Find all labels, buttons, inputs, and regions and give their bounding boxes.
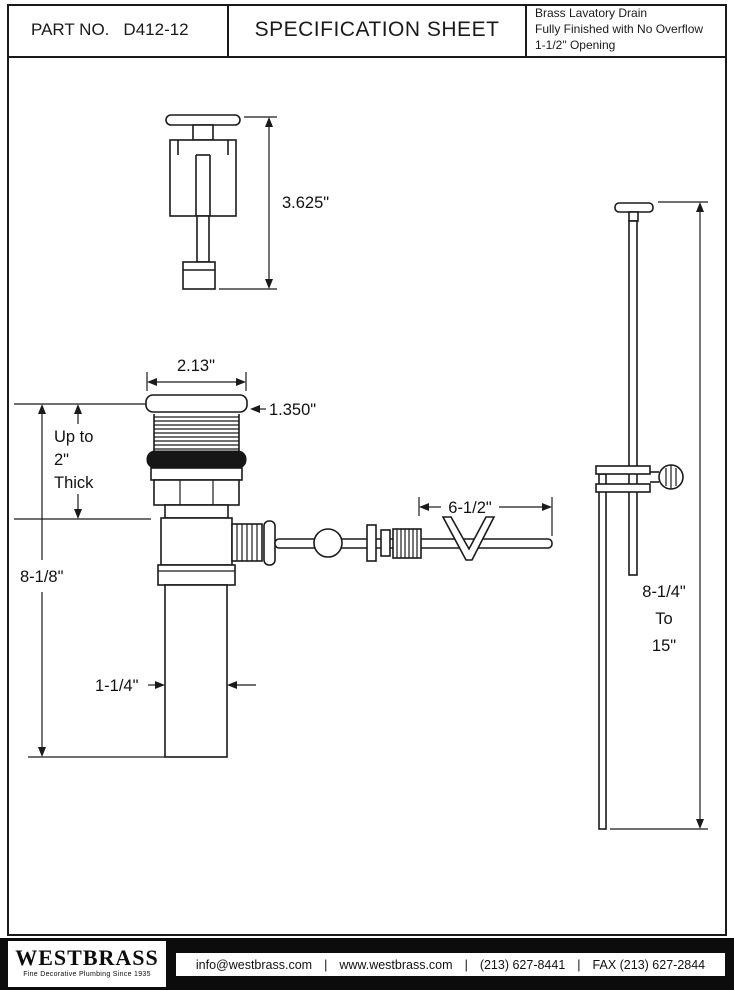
- contact-bar: info@westbrass.com | www.westbrass.com |…: [176, 953, 725, 976]
- part-number-label: PART NO.: [31, 20, 110, 39]
- contact-website: www.westbrass.com: [339, 957, 453, 972]
- dim-lift-rod-line1: 8-1/4": [642, 583, 686, 601]
- lift-rod-drawing: [595, 202, 684, 830]
- contact-fax: FAX (213) 627-2844: [592, 957, 706, 972]
- dim-deck-thickness-line2: 2": [54, 451, 69, 469]
- part-number-cell: PART NO. D412-12: [7, 4, 229, 56]
- pivot-rod-drawing: [263, 516, 553, 566]
- dimension-flange-height: 1.350": [250, 401, 316, 419]
- dim-lift-rod-line2: To: [655, 610, 672, 628]
- contact-separator: |: [464, 957, 468, 972]
- dim-overall-height-label: 8-1/8": [20, 568, 64, 586]
- stopper-drawing: [165, 114, 241, 290]
- dimension-stopper-height: 3.625": [219, 116, 329, 290]
- dim-flange-height-label: 1.350": [269, 401, 316, 419]
- dim-pivot-rod-label: 6-1/2": [448, 499, 492, 517]
- product-line-3: 1-1/2" Opening: [535, 37, 616, 52]
- dim-lift-rod-line3: 15": [652, 637, 676, 655]
- dimension-deck-thickness: Up to 2" Thick: [14, 403, 151, 520]
- drain-body-drawing: [145, 394, 263, 758]
- dimension-lift-rod-range: 8-1/4" To 15": [610, 201, 708, 830]
- part-number-value: D412-12: [123, 20, 189, 39]
- brand-logo: WESTBRASS Fine Decorative Plumbing Since…: [8, 941, 166, 987]
- dimension-flange-diameter: 2.13": [146, 357, 247, 391]
- dim-tailpiece-label: 1-1/4": [95, 677, 139, 695]
- brand-tagline: Fine Decorative Plumbing Since 1935: [23, 971, 151, 979]
- footer: WESTBRASS Fine Decorative Plumbing Since…: [0, 938, 734, 990]
- product-description: Brass Lavatory Drain Fully Finished with…: [525, 4, 727, 56]
- product-line-1: Brass Lavatory Drain: [535, 6, 648, 21]
- contact-email: info@westbrass.com: [195, 957, 313, 972]
- dim-deck-thickness-line3: Thick: [54, 474, 94, 492]
- dim-flange-diameter-label: 2.13": [177, 357, 215, 375]
- contact-separator: |: [577, 957, 581, 972]
- brand-name: WESTBRASS: [15, 945, 159, 970]
- page-title: SPECIFICATION SHEET: [254, 18, 500, 41]
- dimension-tailpiece-diameter: 1-1/4": [95, 677, 256, 695]
- contact-separator: |: [324, 957, 328, 972]
- dimension-pivot-rod-length: 6-1/2": [418, 497, 553, 536]
- dimension-overall-height: 8-1/8": [20, 404, 165, 758]
- dim-deck-thickness-line1: Up to: [54, 428, 93, 446]
- header: PART NO. D412-12 SPECIFICATION SHEET Bra…: [7, 4, 727, 58]
- product-line-2: Fully Finished with No Overflow: [535, 22, 704, 37]
- dim-stopper-height-label: 3.625": [282, 194, 329, 212]
- contact-phone: (213) 627-8441: [479, 957, 566, 972]
